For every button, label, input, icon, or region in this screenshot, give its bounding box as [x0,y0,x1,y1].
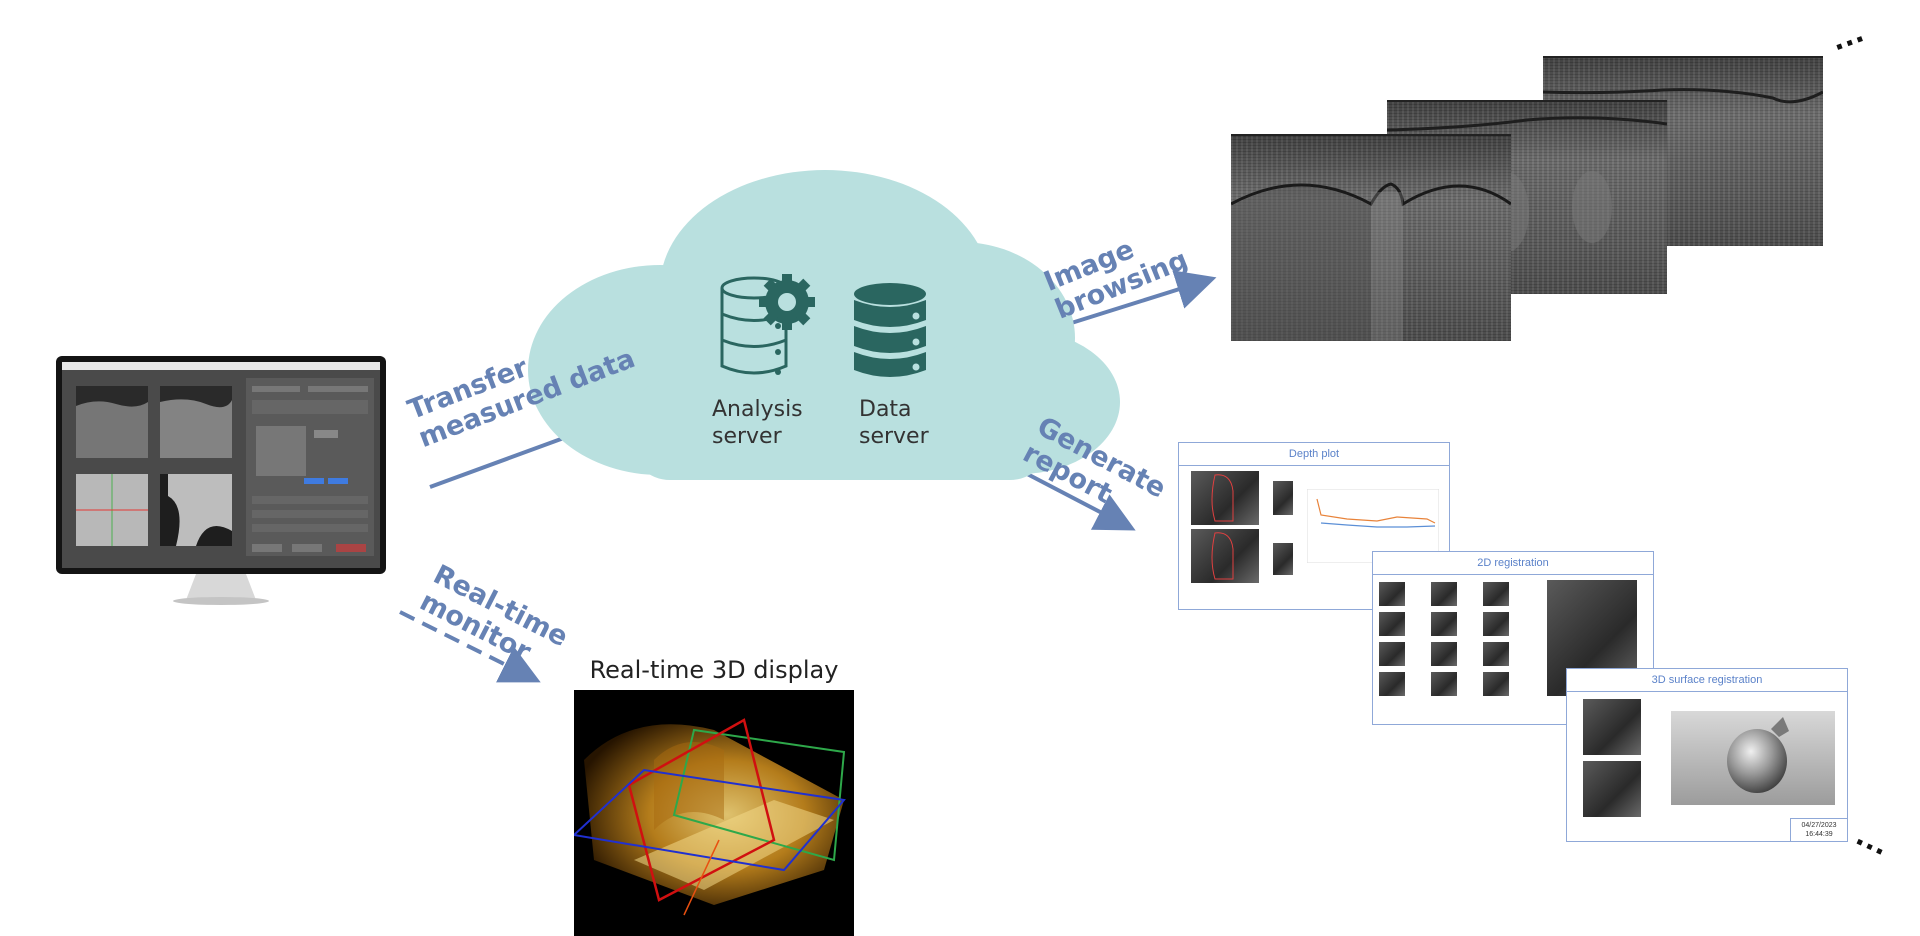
surface-thumb-2 [1583,761,1641,817]
realtime-3d-view [574,690,854,936]
surface-3d-view [1671,711,1835,805]
depth-plot-title: Depth plot [1179,443,1449,466]
depth-thumb-small-1 [1273,481,1293,515]
analysis-server-icon [720,274,815,375]
depth-thumb-small-2 [1273,543,1293,575]
monitor [56,356,386,606]
registration-2d-title: 2D registration [1373,552,1653,575]
depth-thumb-2 [1191,529,1259,583]
data-server-label: Data server [859,397,929,449]
monitor-graphic [56,356,386,605]
analysis-server-label: Analysis server [712,397,803,449]
data-server-icon [854,283,926,377]
surface-3d-report: 3D surface registration 04/27/2023 16:44… [1566,668,1848,842]
timestamp-date: 04/27/2023 [1801,822,1837,829]
surface-thumb-1 [1583,699,1641,755]
realtime-display-title: Real-time 3D display [589,656,839,684]
depth-thumb-1 [1191,471,1259,525]
oct-image-1 [1231,134,1511,341]
surface-3d-title: 3D surface registration [1567,669,1847,692]
depth-plot-graph [1307,489,1439,563]
report-timestamp: 04/27/2023 16:44:39 [1790,818,1847,841]
timestamp-time: 16:44:39 [1805,831,1833,838]
generate-report-arrow [1011,464,1136,531]
